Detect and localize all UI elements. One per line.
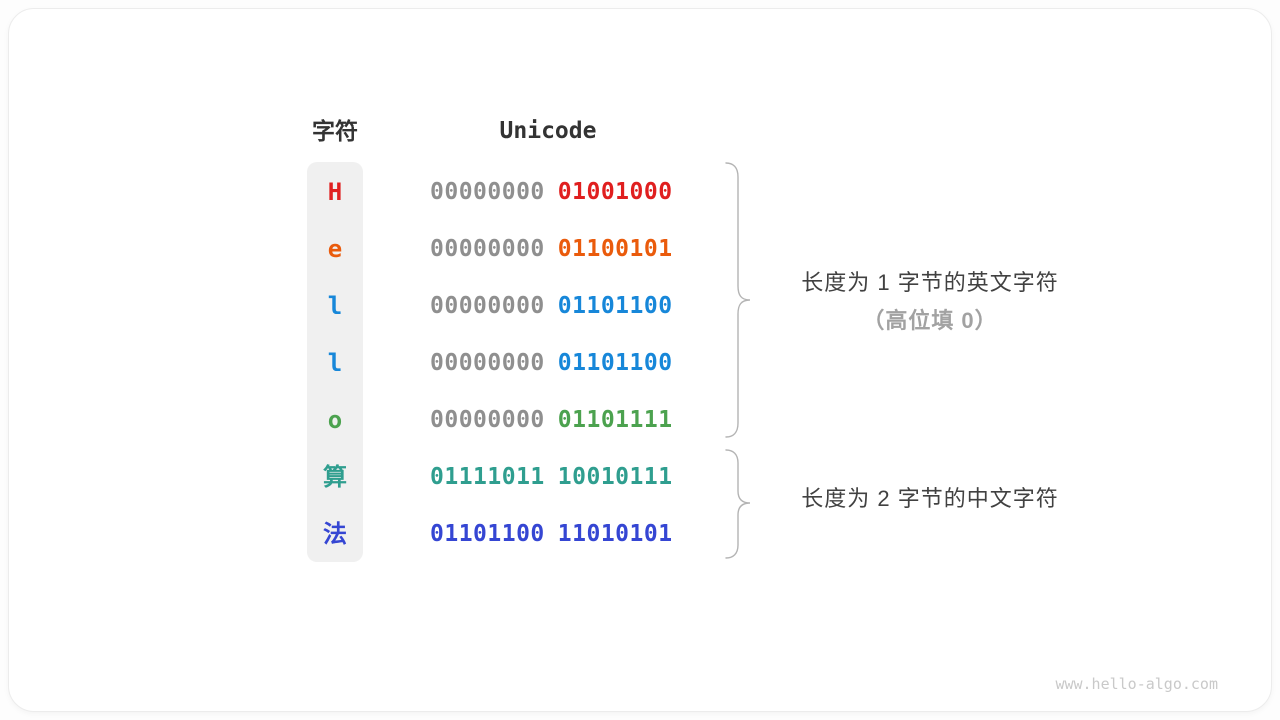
byte-low: 01101100 <box>557 293 673 319</box>
byte-low: 01001000 <box>557 179 673 205</box>
unicode-bytes-row: 00000000 01101100 <box>430 290 673 322</box>
byte-high: 00000000 <box>430 179 545 205</box>
byte-low: 01101111 <box>557 407 673 433</box>
char-cell: e <box>327 235 343 263</box>
byte-low: 01100101 <box>557 236 673 262</box>
unicode-bytes-row: 01101100 11010101 <box>430 518 673 550</box>
char-column-background <box>307 162 363 562</box>
char-cell: l <box>327 349 343 377</box>
byte-high: 00000000 <box>430 236 545 262</box>
english-group-label-line1: 长度为 1 字节的英文字符 <box>801 270 1059 295</box>
diagram-card <box>8 8 1272 712</box>
watermark: www.hello-algo.com <box>1055 675 1218 693</box>
byte-low: 10010111 <box>557 464 673 490</box>
char-cell: o <box>327 406 343 434</box>
byte-high: 01101100 <box>430 521 545 547</box>
chinese-group-label: 长度为 2 字节的中文字符 <box>801 486 1059 511</box>
byte-low: 01101100 <box>557 350 673 376</box>
byte-high: 00000000 <box>430 293 545 319</box>
char-cell: 算 <box>323 463 347 491</box>
unicode-bytes-row: 00000000 01101111 <box>430 404 673 436</box>
byte-low: 11010101 <box>557 521 673 547</box>
unicode-column-header: Unicode <box>499 118 597 144</box>
english-group-label-line2: （高位填 0） <box>862 308 998 333</box>
char-column-header: 字符 <box>312 118 358 144</box>
char-cell: l <box>327 292 343 320</box>
unicode-bytes-row: 01111011 10010111 <box>430 461 673 493</box>
char-cell: H <box>327 178 343 206</box>
byte-high: 00000000 <box>430 350 545 376</box>
unicode-bytes-row: 00000000 01100101 <box>430 233 673 265</box>
unicode-bytes-row: 00000000 01001000 <box>430 176 673 208</box>
byte-high: 00000000 <box>430 407 545 433</box>
byte-high: 01111011 <box>430 464 545 490</box>
unicode-bytes-row: 00000000 01101100 <box>430 347 673 379</box>
char-cell: 法 <box>323 520 347 548</box>
